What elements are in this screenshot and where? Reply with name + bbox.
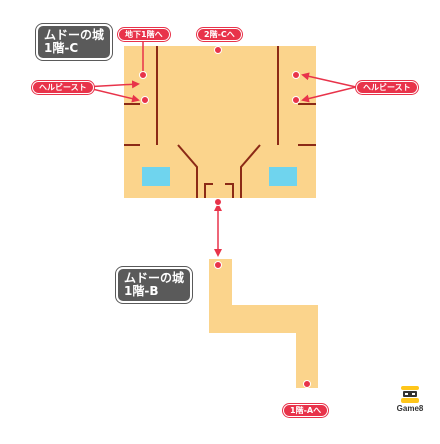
floor-b-title-line2: 1階-B (124, 284, 159, 298)
marker-exit-basement (139, 71, 147, 79)
marker-exit-2f-c (214, 46, 222, 54)
marker-npc-right-top (292, 71, 300, 79)
water-tile-right (269, 167, 297, 186)
npc-right-label: ヘルビースト (356, 81, 418, 94)
floor-c-title-line2: 1階-C (44, 41, 79, 55)
brand-logo: Game8 (386, 384, 434, 413)
marker-npc-left (141, 96, 149, 104)
exit-1f-a-label: 1階-Aへ (283, 404, 329, 417)
floor-b-corridor (209, 259, 318, 388)
floor-b-title: ムドーの城 1階-B (116, 267, 193, 303)
floor-c-title-line1: ムドーの城 (44, 28, 105, 42)
floor-c-title: ムドーの城 1階-C (36, 24, 113, 60)
brand-name: Game8 (396, 404, 424, 413)
floor-c-walls (124, 46, 316, 198)
marker-floor-c-exit (214, 198, 222, 206)
water-tile-left (142, 167, 170, 186)
exit-2f-c-label: 2階-Cへ (197, 28, 242, 41)
marker-npc-right-bottom (292, 96, 300, 104)
floor-b-title-line1: ムドーの城 (124, 271, 185, 285)
game8-logo-icon (401, 386, 419, 403)
marker-exit-1f-a (303, 380, 311, 388)
npc-right-pointer-bottom (301, 86, 357, 103)
npc-left-label: ヘルビースト (32, 81, 94, 94)
marker-floor-b-entry (214, 261, 222, 269)
map-markers (139, 46, 311, 388)
npc-right-pointer-top (301, 72, 357, 88)
exit-basement-label: 地下1階へ (118, 28, 170, 41)
